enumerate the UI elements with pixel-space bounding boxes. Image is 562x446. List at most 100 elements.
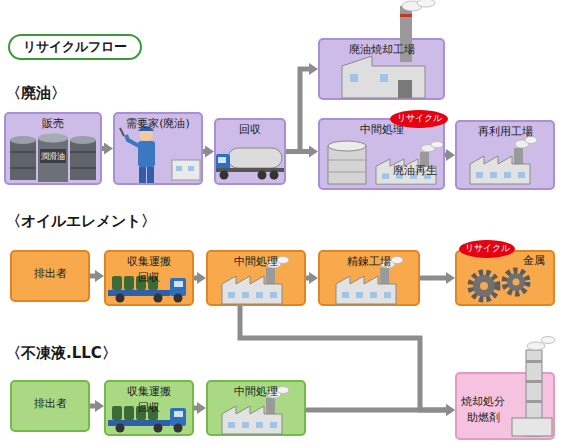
flow-arrow (194, 406, 197, 411)
box-body: 回収 (106, 271, 192, 284)
illustration-shape (222, 257, 289, 305)
flow-arrow (90, 404, 95, 409)
title-pill: リサイクルフロー (8, 34, 142, 60)
illustration-shape (138, 126, 154, 131)
illustration-shape (526, 360, 542, 363)
box-heading: リサイクル (390, 113, 448, 124)
box-heading: 精錬工場 (320, 255, 418, 268)
illustration-shape (402, 1, 422, 11)
process-box: 焼却処分助燃剤 (455, 372, 555, 440)
process-box: 販売 (4, 112, 102, 185)
process-box: 中間処理 (206, 380, 306, 436)
box-heading: 廃油焼却工場 (320, 43, 443, 56)
flow-arrow (90, 274, 95, 279)
illustration-shape (216, 154, 230, 172)
illustration-shape (10, 136, 36, 144)
process-box: 回収 (214, 118, 286, 185)
box-heading: 中間処理 (208, 255, 304, 268)
illustration-shape (176, 166, 182, 171)
process-box: 廃油焼却工場 (318, 38, 445, 100)
illustration-shape (38, 134, 68, 143)
illustration-shape (328, 141, 366, 151)
illustration-shape (258, 171, 267, 180)
illustration-shape (470, 137, 537, 185)
illustration-shape (70, 140, 96, 180)
process-box: 精錬工場 (318, 250, 420, 306)
process-box: 収集運搬回収 (104, 250, 194, 306)
illustration-shape (120, 126, 200, 183)
illustration-shape (172, 160, 200, 180)
process-box: 中間処理廃油再生リサイクル (318, 118, 445, 190)
illustration-shape (220, 171, 229, 180)
illustration-shape (398, 80, 412, 98)
flow-arrow (194, 276, 197, 281)
recycle-badge: リサイクル (459, 240, 515, 258)
box-body: 回収 (106, 401, 192, 414)
box-heading: 中間処理 (208, 385, 304, 398)
box-heading: 収集運搬 (106, 385, 192, 398)
process-box: 金属リサイクル (455, 250, 555, 306)
illustration-shape (417, 0, 435, 7)
process-box: 中間処理 (206, 250, 306, 306)
box-body: 助燃剤 (457, 411, 509, 424)
section-heading: 〈廃油〉 (6, 84, 66, 103)
drum-label: 潤滑油 (40, 151, 66, 162)
illustration-shape (70, 151, 96, 153)
box-heading: 排出者 (12, 397, 88, 410)
box-heading: 再利用工場 (457, 125, 553, 138)
process-box: 排出者 (10, 380, 90, 432)
box-heading: 金属 (523, 254, 545, 267)
flow-arrow (445, 153, 446, 158)
box-heading: 収集運搬 (106, 255, 192, 268)
illustration-shape (228, 148, 282, 168)
illustration-shape (216, 148, 284, 180)
illustration-shape (108, 406, 186, 433)
illustration-shape (70, 136, 96, 144)
box-heading: 回収 (216, 123, 284, 136)
flow-arrow (420, 276, 446, 281)
flow-arrow (286, 149, 309, 154)
flow-arrow (306, 408, 446, 413)
illustration-shape (138, 141, 155, 167)
flow-arrow (203, 149, 205, 154)
illustration-shape (70, 167, 96, 169)
illustration-shape (336, 257, 403, 305)
illustration-shape (270, 171, 279, 180)
box-heading: 販売 (6, 117, 100, 130)
illustration-shape (507, 273, 525, 291)
illustration-shape (120, 128, 124, 136)
illustration-shape (218, 157, 226, 163)
flow-arrow (286, 69, 309, 152)
illustration-shape (108, 276, 186, 303)
illustration-shape (400, 14, 412, 17)
box-heading: リサイクル (459, 243, 515, 254)
process-box: 再利用工場 (455, 120, 555, 190)
illustration-shape (188, 166, 194, 171)
box-heading: 焼却処分 (457, 395, 509, 408)
illustration-shape (513, 279, 520, 286)
illustration-shape (480, 282, 488, 290)
illustration-shape (541, 337, 555, 344)
illustration-shape (10, 134, 96, 183)
illustration-shape (40, 149, 66, 163)
illustration-shape (505, 271, 527, 293)
illustration-shape (526, 350, 542, 436)
illustration-shape (526, 400, 542, 403)
box-heading: 排出者 (12, 267, 88, 280)
section-heading: 〈オイルエレメント〉 (6, 212, 156, 231)
illustration-shape (222, 387, 289, 435)
box-heading: 需要家(廃油) (115, 117, 201, 130)
illustration-shape (328, 146, 366, 184)
illustration-shape (473, 275, 495, 297)
illustration-shape (376, 141, 443, 184)
recycle-badge: リサイクル (390, 110, 448, 128)
illustration-shape (139, 167, 146, 183)
illustration-shape (512, 337, 555, 437)
illustration-shape (512, 418, 552, 436)
illustration-shape (147, 167, 154, 183)
illustration-shape (139, 127, 153, 141)
illustration-shape (126, 135, 139, 146)
illustration-shape (328, 141, 443, 184)
illustration-shape (400, 6, 412, 62)
